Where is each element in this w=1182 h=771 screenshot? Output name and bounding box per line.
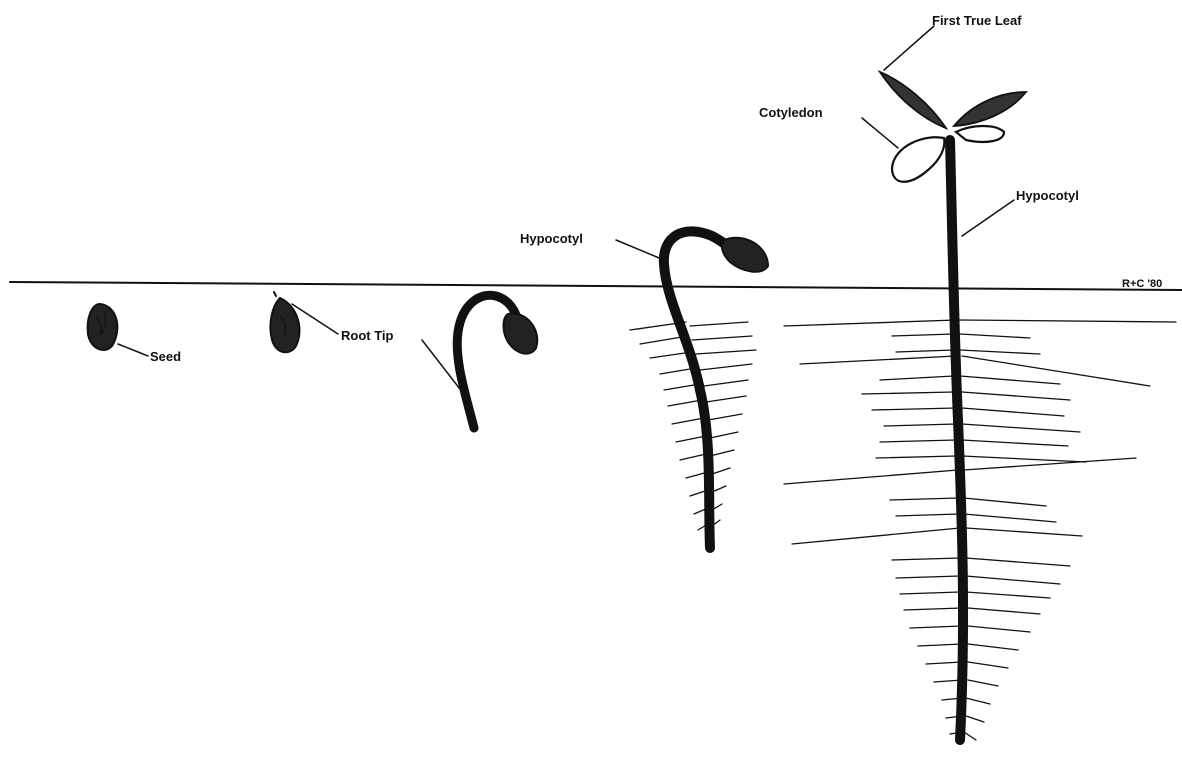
- stage-5-root-hairs: [784, 320, 1176, 740]
- first-true-leaf-leader-line: [884, 26, 934, 70]
- stage-1-seed: Seed: [88, 304, 182, 364]
- stage-3-radicle: [422, 295, 537, 428]
- first-true-leaf-label: First True Leaf: [932, 13, 1022, 28]
- first-true-leaf-right: [954, 92, 1026, 126]
- root-tip-label: Root Tip: [341, 328, 394, 343]
- seed-label: Seed: [150, 349, 181, 364]
- first-true-leaf-left: [880, 72, 946, 128]
- stage-2-root-tip: Root Tip: [270, 292, 393, 352]
- seed-leader-line: [118, 344, 148, 356]
- hypocotyl-label-2: Hypocotyl: [1016, 188, 1079, 203]
- right-cotyledon: [956, 126, 1004, 142]
- stage-5-seedling: Cotyledon First True Leaf Hypocotyl: [759, 13, 1176, 740]
- seed-drawing: [88, 304, 118, 350]
- hypocotyl-leader-line-2: [962, 200, 1014, 236]
- soil-surface-line: [10, 282, 1182, 290]
- stage-3-seed-coat: [504, 313, 538, 353]
- stage-4-hypocotyl-hook: Hypocotyl: [520, 231, 768, 548]
- hypocotyl-label-1: Hypocotyl: [520, 231, 583, 246]
- stage-4-cotyledons: [722, 238, 768, 272]
- left-cotyledon: [892, 137, 944, 182]
- hypocotyl-leader-line-1: [616, 240, 664, 260]
- cotyledon-leader-line: [862, 118, 898, 148]
- artist-signature: R+C '80: [1122, 278, 1162, 290]
- cotyledon-label: Cotyledon: [759, 105, 823, 120]
